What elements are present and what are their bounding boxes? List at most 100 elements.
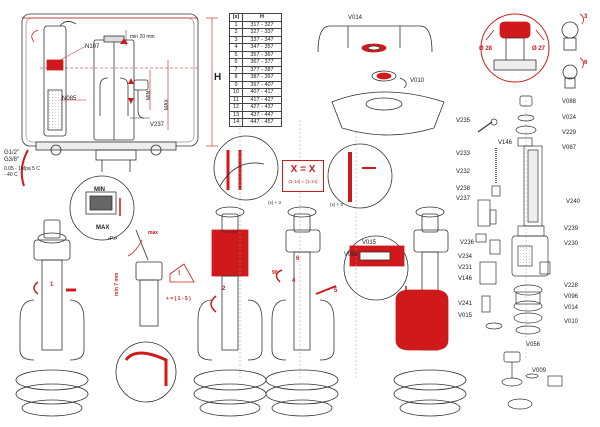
x-equals-x-box: X = X (1-14) = (1-14) bbox=[282, 160, 324, 192]
table-cell-range: 317 - 327 bbox=[242, 20, 282, 29]
label-v010-top: V010 bbox=[410, 78, 425, 84]
label-step-min: MIN bbox=[94, 187, 105, 193]
part-v240: V240 bbox=[566, 199, 581, 205]
label-diameter-28: Ø 28 bbox=[479, 46, 493, 52]
part-v239: V239 bbox=[564, 226, 579, 232]
label-n107: N107 bbox=[85, 44, 100, 50]
part-v241: V241 bbox=[458, 301, 473, 307]
table-cell-index: 13 bbox=[229, 110, 243, 119]
detail-circles bbox=[69, 135, 409, 403]
table-header-row: (x) H bbox=[229, 13, 282, 22]
label-ps: •Ps• bbox=[108, 236, 118, 242]
label-step-max: MAX bbox=[96, 225, 110, 231]
exploded-parts bbox=[475, 95, 563, 410]
table-cell-index: 2 bbox=[229, 28, 243, 37]
tank-section bbox=[20, 13, 218, 187]
table-cell-index: 14 bbox=[229, 118, 243, 127]
label-step-4: 4 bbox=[292, 278, 296, 284]
table-cell-index: 6 bbox=[229, 58, 243, 67]
label-min: MIN bbox=[146, 90, 152, 100]
part-v015: V015 bbox=[458, 313, 473, 319]
part-v235: V235 bbox=[456, 118, 471, 124]
table-cell-index: 8 bbox=[229, 73, 243, 82]
label-thread-size: G1/2" G3/8" bbox=[4, 150, 20, 163]
table-header-h: H bbox=[242, 13, 282, 22]
table-cell-range: 387 - 397 bbox=[242, 73, 282, 82]
part-v238: V238 bbox=[456, 186, 471, 192]
table-cell-range: 447 - 457 bbox=[242, 118, 282, 127]
label-min-20mm: min 20 mm bbox=[130, 34, 155, 40]
part-v146-bottom: V146 bbox=[458, 276, 473, 282]
label-90-degrees: 90 bbox=[272, 270, 278, 276]
table-cell-range: 417 - 427 bbox=[242, 95, 282, 104]
label-v015-detail: V015 bbox=[362, 240, 377, 246]
x-range-text: (1-14) = (1-14) bbox=[288, 179, 318, 184]
part-v056: V056 bbox=[526, 342, 541, 348]
table-cell-index: 1 bbox=[229, 20, 243, 29]
label-pressure-temp-spec: 0.05 - 1Mpa 5 C - 40 C bbox=[4, 166, 40, 178]
label-step-2: 2 bbox=[222, 286, 226, 292]
label-step-6-cap: 6 bbox=[584, 60, 588, 66]
part-v234: V234 bbox=[458, 254, 473, 260]
table-cell-range: 377 - 387 bbox=[242, 65, 282, 74]
table-cell-range: 337 - 347 bbox=[242, 35, 282, 44]
part-v024: V024 bbox=[562, 115, 577, 121]
label-v237-tank: V237 bbox=[150, 122, 165, 128]
part-v236: V236 bbox=[460, 240, 475, 246]
part-v230: V230 bbox=[564, 241, 579, 247]
label-diameter-27: Ø 27 bbox=[532, 46, 546, 52]
label-max-small: max bbox=[148, 230, 159, 236]
part-v228: V228 bbox=[564, 283, 579, 289]
label-step-3-cap: 3 bbox=[584, 14, 588, 20]
label-step-5: 5 bbox=[334, 288, 338, 294]
flush-valve-units bbox=[15, 206, 467, 417]
table-header-index: (x) bbox=[229, 13, 243, 22]
table-cell-index: 7 bbox=[229, 65, 243, 74]
part-v010: V010 bbox=[564, 319, 579, 325]
label-v014-top: V014 bbox=[348, 15, 363, 21]
label-range-1-5: + = ( 1 - 5 ) bbox=[166, 296, 191, 302]
x-equals-x-text: X = X bbox=[290, 164, 316, 175]
part-v146-top: V146 bbox=[498, 140, 513, 146]
label-min-7mm: min 7 mm bbox=[114, 272, 120, 296]
table-cell-index: 4 bbox=[229, 43, 243, 52]
label-step-1: 1 bbox=[50, 282, 54, 288]
table-cell-range: 327 - 337 bbox=[242, 28, 282, 37]
warning-icon: ! bbox=[178, 270, 181, 277]
part-v087: V087 bbox=[562, 145, 577, 151]
label-step-3: 3 bbox=[240, 248, 244, 254]
table-cell-index: 12 bbox=[229, 103, 243, 112]
table-cell-index: 11 bbox=[229, 95, 243, 104]
table-cell-range: 397 - 407 bbox=[242, 80, 282, 89]
part-v096: V096 bbox=[564, 294, 579, 300]
tank-lid-detail bbox=[317, 25, 445, 136]
table-cell-range: 367 - 377 bbox=[242, 58, 282, 67]
table-cell-range: 407 - 417 bbox=[242, 88, 282, 97]
table-cell-index: 9 bbox=[229, 80, 243, 89]
label-v096-detail: V096 bbox=[344, 252, 359, 258]
part-v014: V014 bbox=[564, 305, 579, 311]
cap-detail bbox=[480, 13, 584, 89]
part-v237: V237 bbox=[456, 196, 471, 202]
part-v231: V231 bbox=[458, 265, 473, 271]
leader-lines bbox=[59, 45, 357, 380]
label-x-plus-3-right: (x) + 3 bbox=[330, 202, 343, 207]
table-cell-index: 3 bbox=[229, 35, 243, 44]
